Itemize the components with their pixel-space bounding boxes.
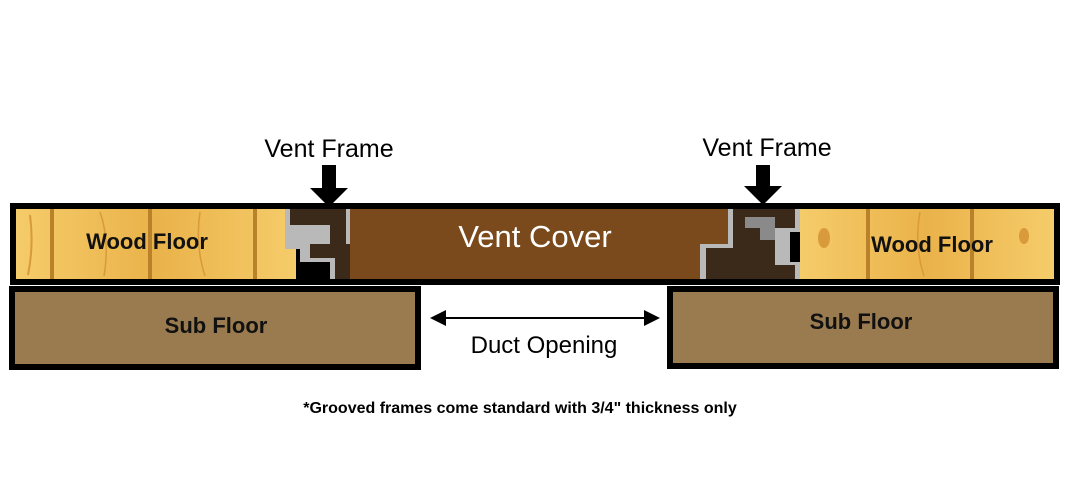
sub-floor-left: [9, 286, 421, 370]
wood-floor-right: [800, 209, 1054, 279]
duct-opening-label: Duct Opening: [471, 332, 618, 359]
arrow-down-icon: [744, 165, 782, 205]
vent-frame-label-right: Vent Frame: [702, 134, 831, 162]
vent-frame-label-left: Vent Frame: [264, 135, 393, 163]
wood-floor-left: [16, 209, 296, 279]
wood-floor-label-left: Wood Floor: [86, 229, 208, 254]
double-arrow-icon: [430, 310, 660, 326]
sub-floor-label-right: Sub Floor: [810, 309, 913, 334]
arrow-down-icon: [310, 165, 348, 207]
vent-cover: [350, 209, 728, 279]
sub-floor-right: [667, 286, 1059, 369]
sub-floor-label-left: Sub Floor: [165, 313, 268, 338]
footnote: *Grooved frames come standard with 3/4" …: [303, 400, 737, 417]
vent-cover-label: Vent Cover: [458, 219, 611, 254]
wood-floor-label-right: Wood Floor: [871, 232, 993, 257]
vent-frame-right: [700, 209, 800, 279]
